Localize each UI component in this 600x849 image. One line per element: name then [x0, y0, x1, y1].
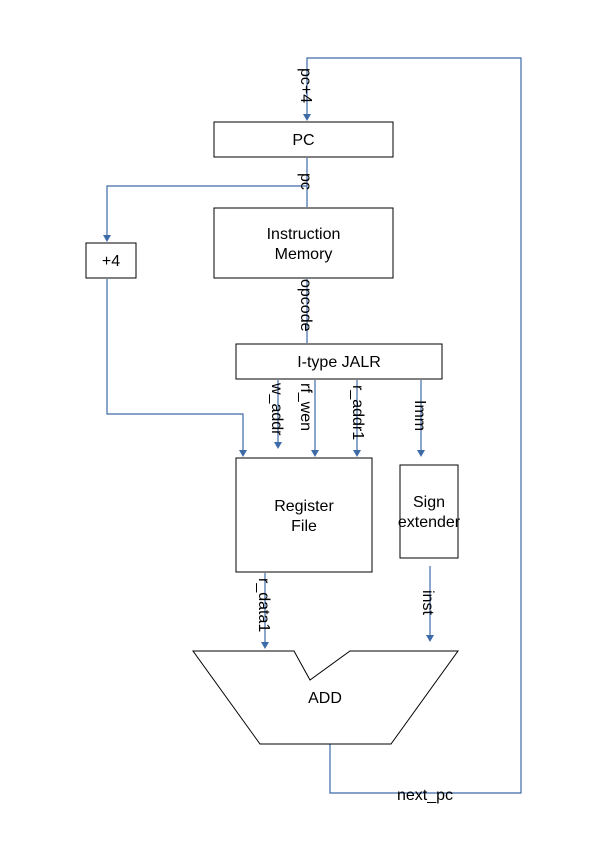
imem-label-1: Instruction	[267, 226, 341, 243]
arrow-inst	[426, 635, 434, 642]
plus4-adder	[85, 242, 137, 279]
signal-pc-plus4: pc+4	[297, 68, 314, 103]
pc-label: PC	[292, 132, 314, 149]
decoder-label: I-type JALR	[297, 354, 381, 371]
arrow-r-addr1	[353, 450, 361, 457]
add-label: ADD	[308, 690, 342, 707]
signal-next-pc: next_pc	[397, 787, 453, 804]
wire-next-pc-loop	[306, 57, 522, 794]
add-unit	[192, 650, 459, 745]
register-file	[235, 457, 373, 573]
signal-r-data1: r_data1	[255, 578, 272, 632]
instruction-memory	[213, 207, 394, 279]
arrow-into-plus4	[103, 235, 111, 242]
sext-label-2: extender	[398, 514, 461, 531]
arrow-r-data1	[261, 642, 269, 649]
regfile-label-1: Register	[274, 498, 334, 515]
plus4-label: +4	[102, 253, 120, 270]
i-type-jalr-decoder	[235, 343, 443, 380]
wire-pc-to-plus4	[106, 185, 307, 236]
regfile-label-2: File	[291, 518, 317, 535]
arrow-rf-wen	[311, 450, 319, 457]
arrow-w-addr	[274, 442, 282, 449]
pc-register	[213, 121, 394, 158]
signal-pc: pc	[297, 173, 314, 190]
arrow-plus4-regfile	[239, 450, 247, 457]
signal-imm: Imm	[411, 400, 428, 431]
wire-plus4-to-regfile	[106, 279, 244, 451]
signal-inst: inst	[419, 590, 436, 615]
arrow-into-pc	[303, 114, 311, 121]
arrow-imm	[417, 450, 425, 457]
signal-r-addr1: r_addr1	[349, 385, 366, 440]
imem-label-2: Memory	[275, 246, 333, 263]
sign-extender	[399, 464, 459, 559]
signal-rf-wen: rf_wen	[297, 383, 314, 431]
sext-label-1: Sign	[413, 494, 445, 511]
signal-opcode: opcode	[297, 279, 314, 332]
signal-w-addr: w_addr	[268, 382, 285, 436]
